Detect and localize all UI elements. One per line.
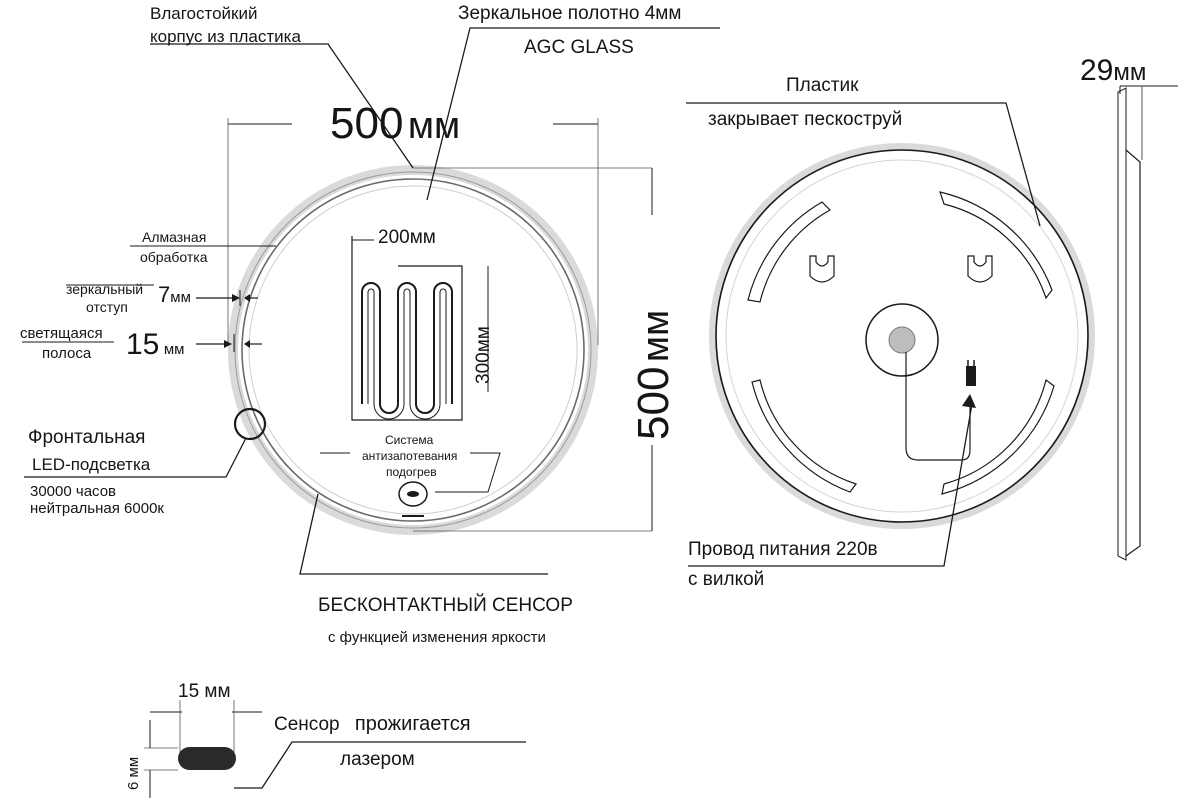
power-arrow — [962, 394, 976, 408]
touch-sensor-button — [398, 481, 428, 507]
touch-sensor-dot — [407, 491, 419, 497]
front-height-dimension: 500 мм — [629, 309, 678, 440]
front-width-unit: мм — [407, 105, 461, 147]
housing-leader — [150, 43, 414, 169]
light-strip-label-line1: светящаяся — [20, 325, 103, 342]
slot-bottom-left — [751, 379, 857, 493]
back-view — [686, 102, 1095, 567]
front-view — [22, 27, 720, 575]
led-leader — [24, 437, 247, 478]
hanging-hook-right — [967, 255, 993, 283]
mirror-offset-label-line2: отступ — [86, 299, 128, 315]
front-width-value: 500 — [330, 99, 404, 148]
plastic-label-line2: закрывает пескоструй — [708, 109, 903, 130]
power-leader — [688, 403, 973, 567]
led-callout-circle — [233, 407, 267, 441]
slot-bottom-right — [941, 378, 1055, 495]
glass-label: Зеркальное полотно 4мм — [458, 3, 682, 24]
side-view — [1117, 85, 1178, 561]
power-label-line2: с вилкой — [688, 569, 765, 590]
sensor-lasered-shape — [178, 747, 236, 770]
back-center-boss — [865, 303, 939, 377]
power-plug — [966, 366, 976, 386]
side-depth-dimension: 29мм — [1080, 56, 1146, 86]
mirror-offset-unit: мм — [170, 289, 191, 306]
mirror-light-strip — [241, 178, 585, 522]
mirror-offset-label-line1: зеркальный — [66, 281, 144, 297]
sensor-leader — [299, 493, 548, 575]
antifog-label-line1: Система — [385, 433, 434, 447]
antifog-label-line2: антизапотевания — [362, 449, 458, 463]
slot-top-right — [939, 191, 1053, 300]
led-label-line1: Фронтальная — [28, 427, 146, 448]
back-center-hub — [888, 326, 916, 354]
sensor-detail-width-value: 15 — [178, 681, 200, 702]
glass-brand: AGC GLASS — [524, 37, 634, 58]
sensor-detail-view — [144, 700, 526, 798]
light-strip-dimension: 15 мм — [126, 330, 184, 360]
mirror-offset-value: 7 — [158, 282, 171, 307]
sensor-subtitle: с функцией изменения яркости — [328, 629, 546, 646]
strip-arrow-head — [224, 340, 232, 348]
mirror-glow — [228, 165, 598, 535]
mirror-inner-edge — [248, 185, 578, 515]
light-strip-value: 15 — [126, 328, 160, 361]
power-cable — [905, 352, 971, 461]
housing-label-line1: Влагостойкий — [150, 4, 258, 23]
heater-coil-inner — [367, 288, 447, 420]
sensor-detail-prefix: Сенсор — [274, 714, 340, 735]
plastic-leader — [686, 102, 1041, 227]
slot-top-left — [747, 201, 831, 303]
hanging-hook-left — [809, 255, 835, 283]
side-profile-glass — [1117, 87, 1127, 561]
sensor-detail-width: 15 мм — [178, 682, 231, 701]
sensor-detail-text-line1: Сенсор прожигается — [274, 714, 471, 734]
front-width-dimension: 500 мм — [330, 102, 460, 146]
led-label-line2: LED-подсветка — [32, 455, 151, 474]
antifog-label-line3: подогрев — [386, 465, 437, 479]
led-label-line3: 30000 часов — [30, 483, 117, 500]
power-label-line1: Провод питания 220в — [688, 539, 878, 560]
antifog-leader — [435, 452, 501, 493]
housing-label-line2: корпус из пластика — [150, 27, 301, 46]
side-depth-unit: мм — [1113, 59, 1147, 86]
back-glow — [709, 143, 1095, 529]
sensor-detail-text-line2: лазером — [340, 749, 415, 770]
back-outer-edge — [715, 149, 1089, 523]
light-strip-unit: мм — [163, 341, 185, 358]
front-height-value: 500 — [629, 366, 678, 440]
plastic-label-line1: Пластик — [786, 75, 859, 96]
heater-frame — [351, 236, 463, 421]
strip-arrow-head-2 — [244, 340, 250, 348]
sensor-detail-height: 6 мм — [125, 756, 142, 790]
light-strip-label-line2: полоса — [42, 345, 92, 362]
led-label-line4: нейтральная 6000к — [30, 500, 164, 517]
offset-arrow-head-2 — [244, 294, 250, 302]
sensor-detail-leader — [234, 741, 526, 789]
diamond-label-line2: обработка — [140, 249, 208, 265]
offset-arrow-head — [232, 294, 240, 302]
front-height-unit: мм — [635, 309, 677, 363]
heater-width-label: 200мм — [378, 227, 436, 248]
sensor-title: БЕСКОНТАКТНЫЙ СЕНСОР — [318, 595, 573, 616]
heater-coil-outer — [361, 282, 453, 414]
side-depth-value: 29 — [1080, 54, 1114, 87]
heater-height-label: 300мм — [473, 326, 494, 384]
mirror-offset-dimension: 7мм — [158, 284, 191, 306]
mirror-outer-edge — [234, 171, 592, 529]
side-profile-body — [1125, 149, 1141, 557]
sensor-detail-bold: прожигается — [354, 713, 471, 735]
back-inner-edge — [725, 159, 1079, 513]
glass-leader — [426, 27, 720, 201]
sensor-detail-width-unit: мм — [204, 681, 231, 702]
diamond-label-line1: Алмазная — [142, 229, 207, 245]
